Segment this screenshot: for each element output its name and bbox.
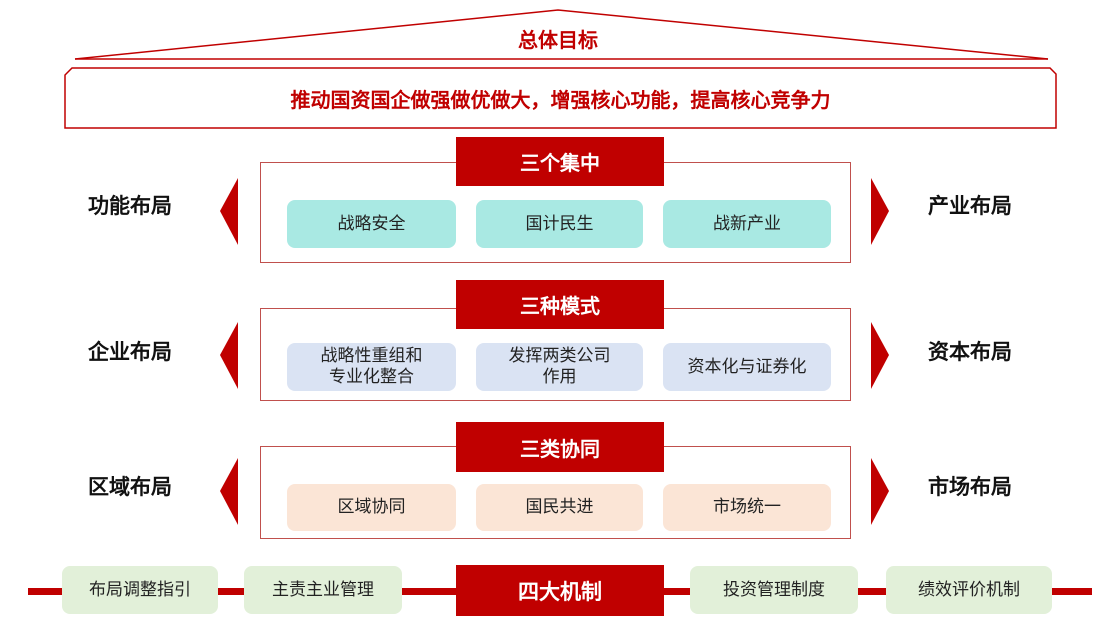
section-header-3: 三类协同 [456,422,664,472]
section-3-item: 国民共进 [476,484,643,531]
goal-statement: 推动国资国企做强做优做大，增强核心功能，提高核心竞争力 [290,88,831,112]
mechanism-item: 布局调整指引 [62,566,218,614]
section-1-item: 国计民生 [476,200,643,248]
right-label-2: 资本布局 [928,340,1012,364]
section-2-item: 资本化与证券化 [663,343,831,391]
section-1-item: 战新产业 [663,200,831,248]
left-label-3: 区域布局 [88,475,172,499]
section-2-item: 发挥两类公司 作用 [476,343,643,391]
section-3-item: 市场统一 [663,484,831,531]
left-arrow-icon [220,178,238,245]
left-label-1: 功能布局 [88,194,172,218]
right-arrow-icon [871,178,889,245]
right-label-3: 市场布局 [928,475,1012,499]
right-label-1: 产业布局 [928,194,1012,218]
mechanism-header: 四大机制 [456,565,664,616]
roof-outline [64,9,1057,129]
section-header-1: 三个集中 [456,137,664,186]
section-3-item: 区域协同 [287,484,456,531]
left-label-2: 企业布局 [88,340,172,364]
mechanism-item: 绩效评价机制 [886,566,1052,614]
section-1-item: 战略安全 [287,200,456,248]
right-arrow-icon [871,458,889,525]
left-arrow-icon [220,322,238,389]
left-arrow-icon [220,458,238,525]
section-header-2: 三种模式 [456,280,664,329]
mechanism-item: 投资管理制度 [690,566,858,614]
right-arrow-icon [871,322,889,389]
goal-title: 总体目标 [518,28,598,52]
mechanism-item: 主责主业管理 [244,566,402,614]
section-2-item: 战略性重组和 专业化整合 [287,343,456,391]
